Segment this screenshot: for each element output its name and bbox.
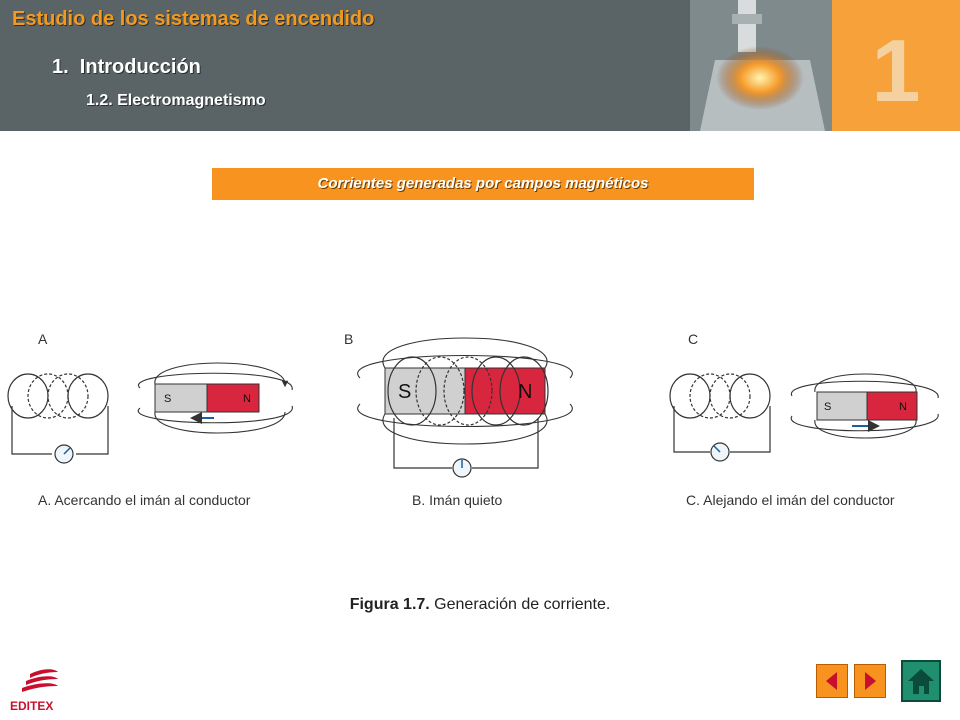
panel-b-field-lines [357, 337, 573, 445]
panel-a-coil [7, 373, 109, 455]
induction-figure: A S N A. Acercando el imán al [0, 318, 960, 518]
panel-a-pole-n: N [243, 393, 251, 405]
spark-plug-photo [690, 0, 832, 131]
panel-b-pole-n: N [518, 381, 532, 403]
topic-banner: Corrientes generadas por campos magnétic… [212, 168, 754, 200]
chapter-badge: 1 [832, 0, 960, 131]
home-button[interactable] [901, 660, 941, 702]
panel-c-pole-s: S [824, 401, 831, 413]
panel-a-magnet-n [206, 383, 260, 413]
panel-a-caption: A. Acercando el imán al conductor [38, 492, 251, 508]
panel-b-magnet-n [464, 367, 546, 415]
panel-c-caption: C. Alejando el imán del conductor [686, 492, 895, 508]
page-title: Estudio de los sistemas de encendido [12, 8, 375, 30]
panel-b-caption: B. Imán quieto [412, 492, 502, 508]
figure-caption: Figura 1.7. Generación de corriente. [0, 596, 960, 614]
panel-a: A S N A. Acercando el imán al [7, 331, 293, 508]
panel-c-letter: C [688, 331, 698, 347]
panel-b: B S N B. Imán quieto [344, 331, 573, 508]
logo-text: EDITEX [10, 699, 53, 713]
editex-logo: EDITEX [8, 664, 74, 714]
section-title: 1. Introducción [52, 56, 201, 78]
panel-b-coil [387, 356, 549, 469]
panel-a-pole-s: S [164, 393, 171, 405]
header-bar: Estudio de los sistemas de encendido 1. … [0, 0, 690, 131]
panel-b-letter: B [344, 331, 353, 347]
panel-a-field-lines [137, 362, 293, 434]
chapter-number: 1 [871, 21, 921, 120]
panel-b-magnet-s [384, 367, 466, 415]
panel-c-field-lines [790, 373, 939, 439]
subsection-title: 1.2. Electromagnetismo [86, 92, 266, 109]
banner-text: Corrientes generadas por campos magnétic… [317, 175, 649, 192]
panel-c-magnet-n [866, 391, 918, 421]
panel-a-magnet-s [154, 383, 208, 413]
panel-a-letter: A [38, 331, 48, 347]
panel-c: C S N C. Alejando el imán del [669, 331, 939, 508]
prev-button[interactable] [816, 664, 848, 698]
home-icon [908, 669, 934, 694]
figure-caption-label: Figura 1.7. [349, 596, 430, 613]
figure-caption-text: Generación de corriente. [429, 596, 611, 613]
panel-c-coil [669, 373, 771, 453]
next-button[interactable] [854, 664, 886, 698]
right-arrow-icon [865, 672, 876, 690]
left-arrow-icon [826, 672, 837, 690]
panel-c-pole-n: N [899, 401, 907, 413]
panel-b-pole-s: S [398, 381, 411, 403]
